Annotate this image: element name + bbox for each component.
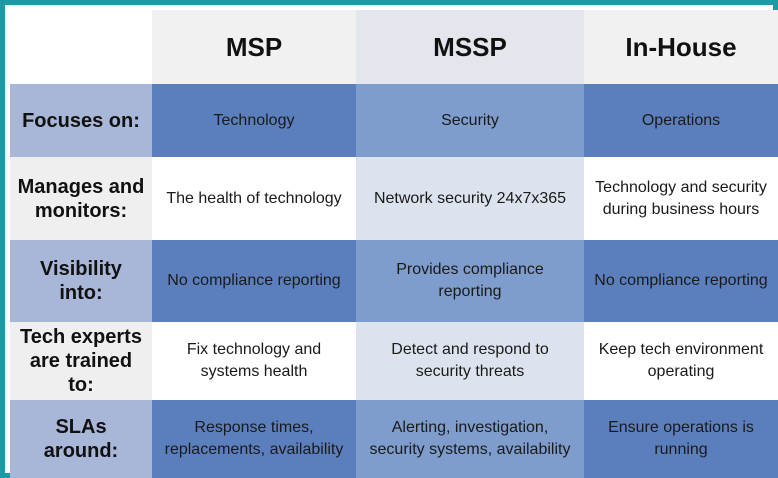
cell-msp-focuses-on: Technology: [152, 84, 356, 157]
column-header-mssp: MSSP: [356, 10, 584, 84]
cell-mssp-visibility-into: Provides compliance reporting: [356, 240, 584, 322]
cell-inhouse-manages-and-monitors: Technology and security during business …: [584, 157, 778, 240]
header-corner: [10, 10, 152, 84]
cell-inhouse-slas-around: Ensure operations is running: [584, 400, 778, 478]
cell-mssp-tech-experts-trained-to: Detect and respond to security threats: [356, 322, 584, 400]
row-label-focuses-on: Focuses on:: [10, 84, 152, 157]
row-label-slas-around: SLAs around:: [10, 400, 152, 478]
cell-msp-visibility-into: No compliance reporting: [152, 240, 356, 322]
cell-inhouse-focuses-on: Operations: [584, 84, 778, 157]
row-label-manages-and-monitors: Manages and monitors:: [10, 157, 152, 240]
column-header-inhouse: In-House: [584, 10, 778, 84]
cell-inhouse-tech-experts-trained-to: Keep tech environment operating: [584, 322, 778, 400]
column-header-msp: MSP: [152, 10, 356, 84]
cell-mssp-slas-around: Alerting, investigation, security system…: [356, 400, 584, 478]
comparison-table: MSP MSSP In-House Focuses on: Technology…: [10, 10, 778, 478]
cell-msp-slas-around: Response times, replacements, availabili…: [152, 400, 356, 478]
cell-msp-manages-and-monitors: The health of technology: [152, 157, 356, 240]
row-label-tech-experts-trained-to: Tech experts are trained to:: [10, 322, 152, 400]
cell-mssp-manages-and-monitors: Network security 24x7x365: [356, 157, 584, 240]
cell-mssp-focuses-on: Security: [356, 84, 584, 157]
row-label-visibility-into: Visibility into:: [10, 240, 152, 322]
cell-msp-tech-experts-trained-to: Fix technology and systems health: [152, 322, 356, 400]
cell-inhouse-visibility-into: No compliance reporting: [584, 240, 778, 322]
